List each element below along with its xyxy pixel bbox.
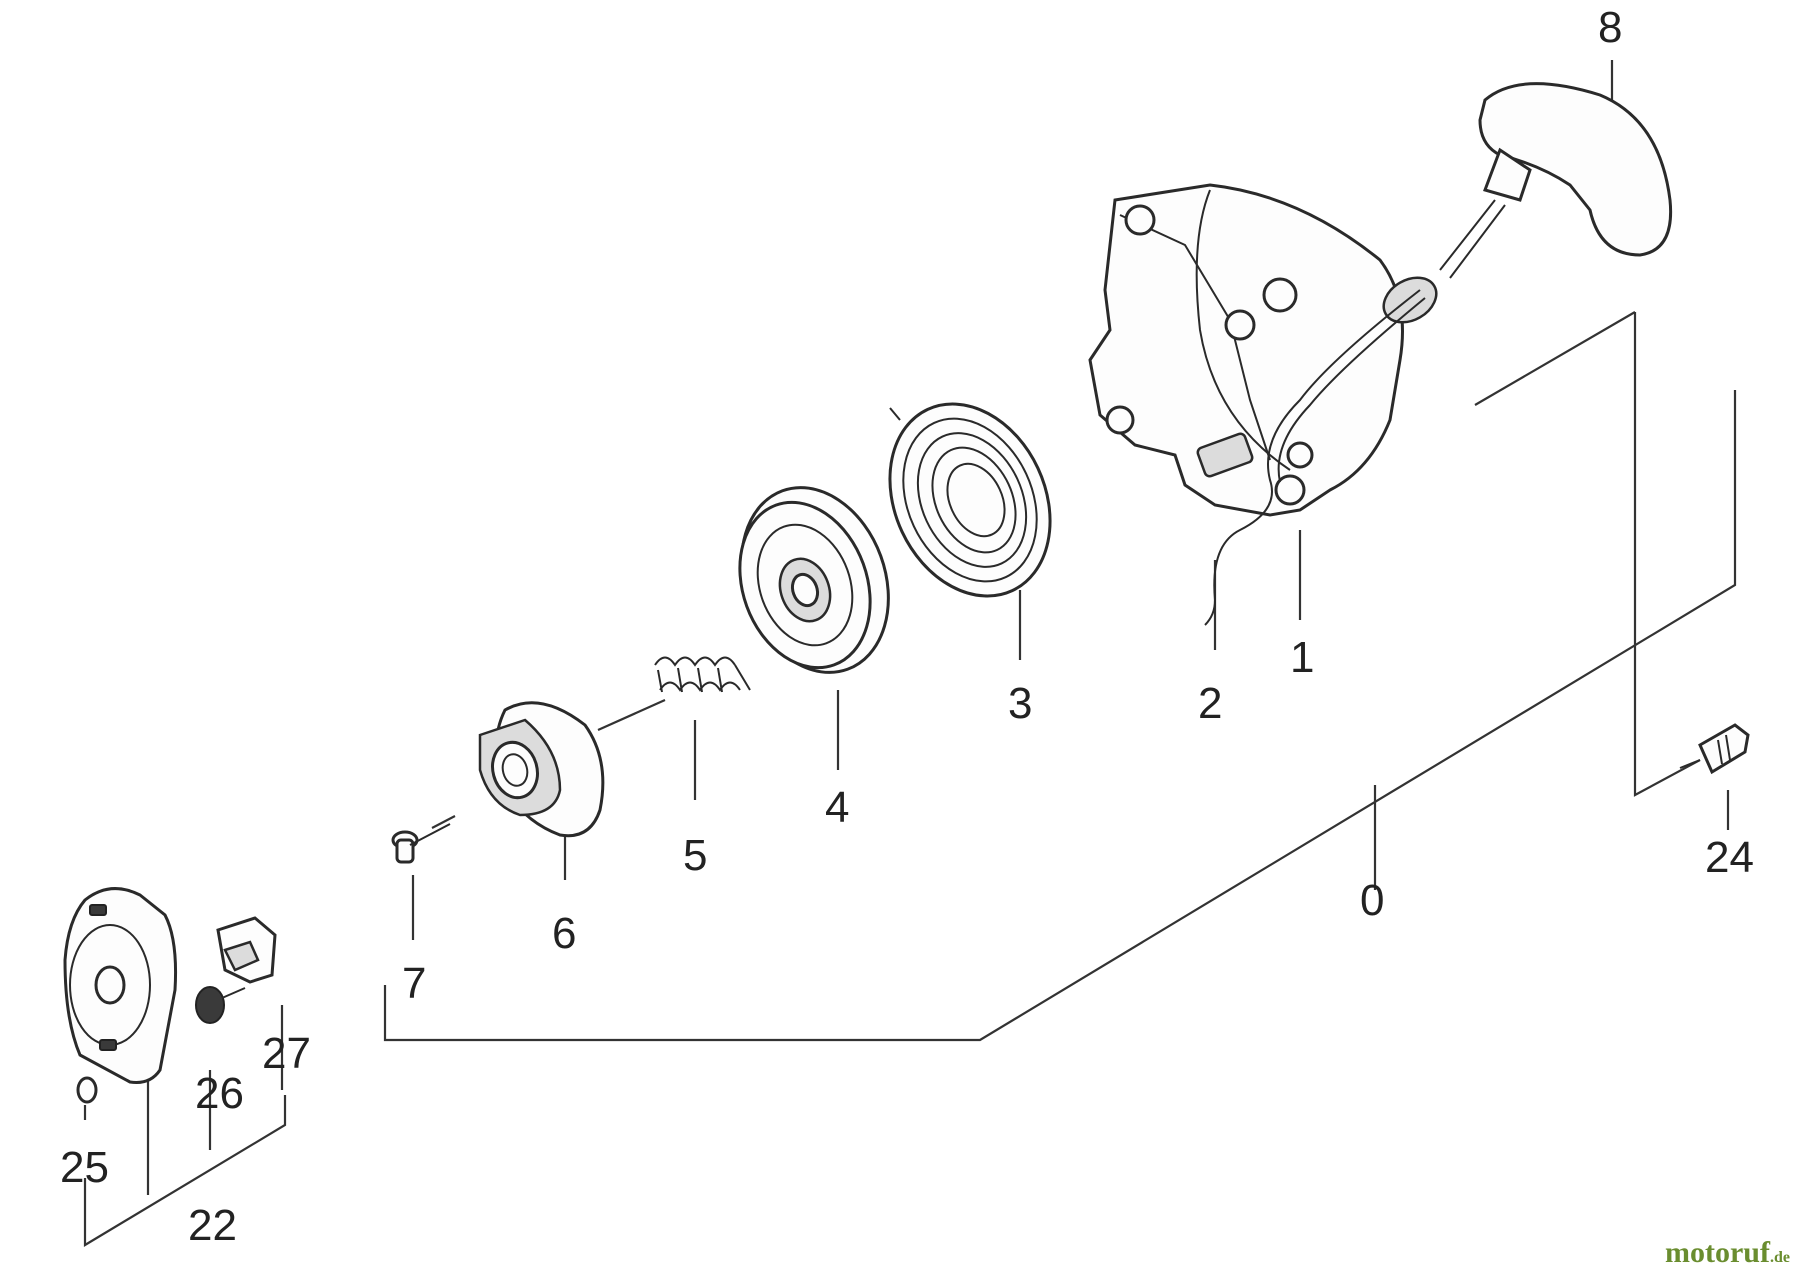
part-labels: 0 1 2 3 4 5 6 7 8 22 24 25 26 27 <box>60 3 1754 1250</box>
label-6: 6 <box>552 909 576 958</box>
assembly-lines <box>83 60 1737 1247</box>
recoil-spring <box>888 402 1052 598</box>
label-3: 3 <box>1008 679 1032 728</box>
screw-24 <box>1679 723 1750 775</box>
ratchet <box>478 701 605 838</box>
starter-rope <box>1204 289 1421 626</box>
pulley-housing <box>63 887 178 1084</box>
label-26: 26 <box>195 1069 244 1118</box>
starter-handle <box>1439 82 1673 279</box>
rope-pulley <box>738 486 890 674</box>
label-5: 5 <box>683 831 707 880</box>
label-22: 22 <box>188 1201 237 1250</box>
watermark-main: motoruf <box>1665 1236 1770 1269</box>
watermark-suffix: .de <box>1770 1249 1790 1266</box>
label-7: 7 <box>402 959 426 1008</box>
label-1: 1 <box>1290 633 1314 682</box>
screw-7 <box>391 823 451 864</box>
label-2: 2 <box>1198 679 1222 728</box>
label-25: 25 <box>60 1143 109 1192</box>
washer-25 <box>76 1076 98 1104</box>
site-watermark: motoruf.de <box>1665 1236 1790 1270</box>
starter-housing <box>1088 183 1438 517</box>
label-0: 0 <box>1360 876 1384 925</box>
label-8: 8 <box>1598 3 1622 52</box>
label-24: 24 <box>1705 833 1754 882</box>
pawl-27 <box>216 916 277 984</box>
label-4: 4 <box>825 783 849 832</box>
label-27: 27 <box>262 1029 311 1078</box>
pawl-spring <box>654 656 751 693</box>
spring-26 <box>195 986 246 1024</box>
